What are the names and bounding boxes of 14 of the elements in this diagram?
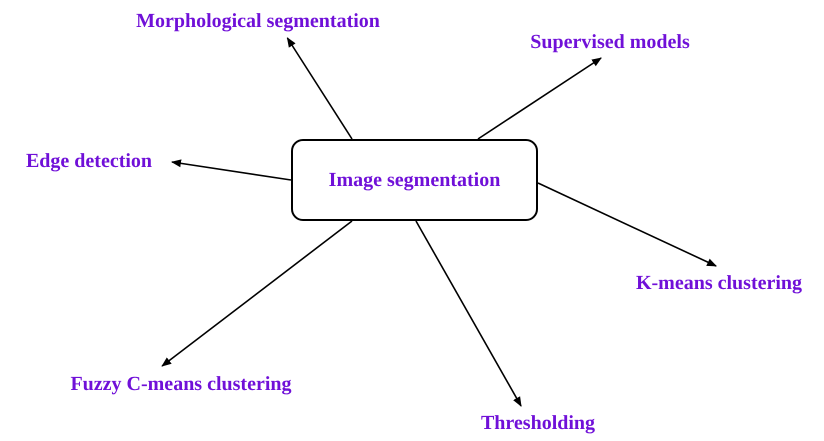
node-label: Edge detection [6,146,172,176]
arrow [478,57,602,140]
node-label: Supervised models [506,26,714,58]
node-label: Morphological segmentation [118,4,398,38]
arrow [161,220,352,367]
node-label: Image segmentation [328,168,500,192]
node-label: Thresholding [463,406,613,441]
arrow [538,182,717,267]
arrow [286,37,353,140]
node-label: Fuzzy C-means clustering [40,366,322,402]
arrow [415,220,522,407]
node-label: K-means clustering [614,266,824,300]
arrow [171,159,292,181]
process-box [291,139,538,221]
